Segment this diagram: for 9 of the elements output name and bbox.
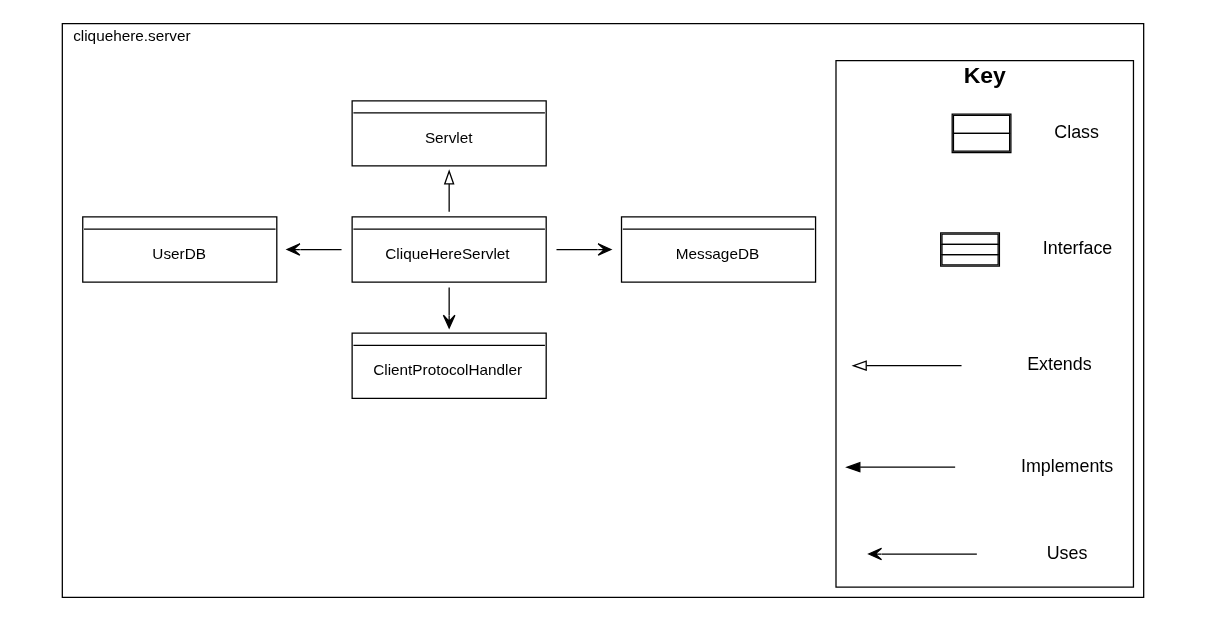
arrow (286, 243, 343, 256)
legend-label: Implements (1020, 455, 1114, 476)
arrow (443, 169, 455, 213)
arrow (442, 286, 456, 329)
legend-label: Extends (1027, 354, 1092, 375)
arrow (555, 243, 612, 256)
legend-label: Uses (1046, 542, 1088, 563)
legend-label: Interface (1042, 238, 1113, 259)
legend-label: Class (1054, 122, 1099, 143)
